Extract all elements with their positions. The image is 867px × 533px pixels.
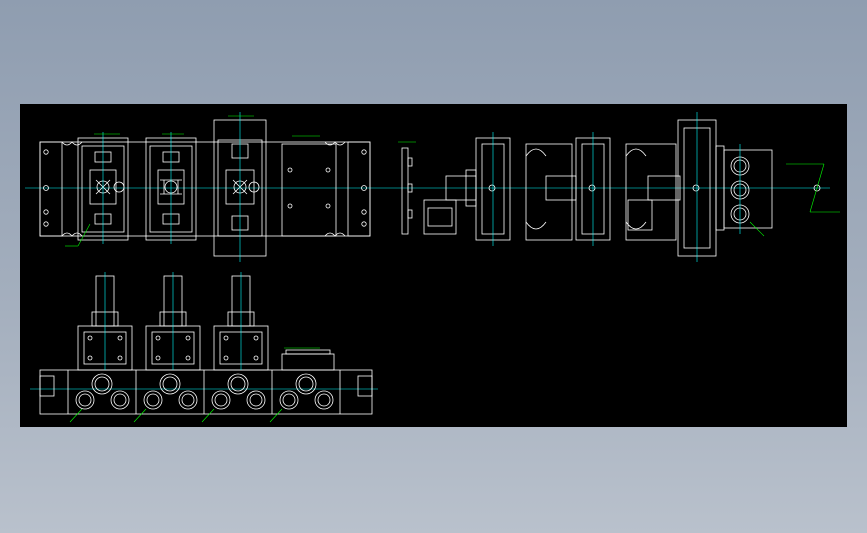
port-callout bbox=[786, 163, 840, 213]
front-view-valve-3 bbox=[213, 272, 269, 371]
front-view-manifold bbox=[30, 369, 378, 415]
top-view-valve-1 bbox=[77, 132, 129, 244]
front-view-valve-2 bbox=[145, 272, 201, 371]
port-leaders bbox=[69, 408, 283, 423]
side-view-valve-3 bbox=[625, 112, 717, 262]
front-view-blank-plate bbox=[281, 347, 335, 371]
end-view-ports bbox=[715, 144, 773, 237]
front-view-valve-1 bbox=[77, 272, 133, 371]
side-view-valve-2 bbox=[525, 132, 611, 246]
top-view-blank-plate bbox=[281, 135, 337, 237]
cad-drawing bbox=[25, 112, 840, 423]
cad-viewport[interactable] bbox=[20, 104, 847, 427]
end-plate-edge-view bbox=[398, 141, 416, 235]
side-view-valve-1 bbox=[423, 132, 511, 246]
top-view-manifold bbox=[25, 112, 830, 262]
top-view-valve-3 bbox=[213, 112, 267, 262]
top-view-valve-2 bbox=[145, 132, 197, 244]
